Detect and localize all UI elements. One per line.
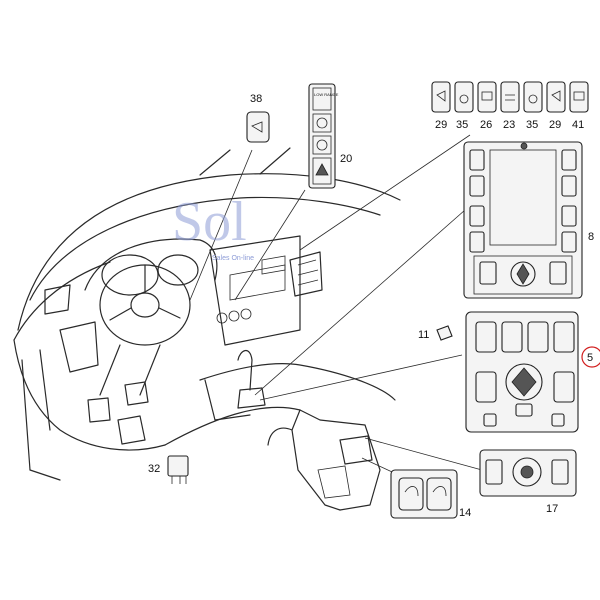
part-8-switch-panel: 8 [463, 141, 594, 299]
label-top-4: 35 [526, 119, 538, 131]
part-11-bulb: 11 [418, 325, 453, 341]
label-11: 11 [418, 329, 429, 341]
top-row-switches: 29 35 26 23 35 29 41 [431, 81, 589, 131]
part-14-window-switch: 14 [390, 469, 471, 519]
label-top-0: 29 [435, 119, 447, 131]
callout-lines [189, 134, 483, 479]
part-38-switch: 38 [246, 93, 270, 143]
label-14: 14 [459, 507, 471, 519]
watermark-brand: Sol [172, 191, 247, 253]
label-top-6: 41 [572, 119, 584, 131]
label-38: 38 [250, 93, 262, 105]
label-32: 32 [148, 463, 160, 475]
label-5-highlight [581, 346, 600, 368]
label-8: 8 [588, 231, 594, 243]
label-5: 5 [587, 352, 593, 364]
watermark-tagline: Sales On-line [212, 255, 254, 262]
label-top-3: 23 [503, 119, 515, 131]
part-5-switch-module: 5 [465, 311, 600, 433]
label-20: 20 [340, 153, 352, 165]
label-top-2: 26 [480, 119, 492, 131]
part-32-relay: 32 [148, 455, 189, 484]
switch-text-low-range: LOW RANGE [314, 92, 339, 97]
part-20-switch-strip: LOW RANGE 20 [308, 83, 352, 189]
label-top-1: 35 [456, 119, 468, 131]
dashboard-drawing [13, 147, 401, 511]
label-17: 17 [546, 503, 558, 515]
watermark: Sol Sales On-line [172, 191, 254, 262]
part-17-switch-plate: 17 [479, 449, 577, 515]
label-top-5: 29 [549, 119, 561, 131]
